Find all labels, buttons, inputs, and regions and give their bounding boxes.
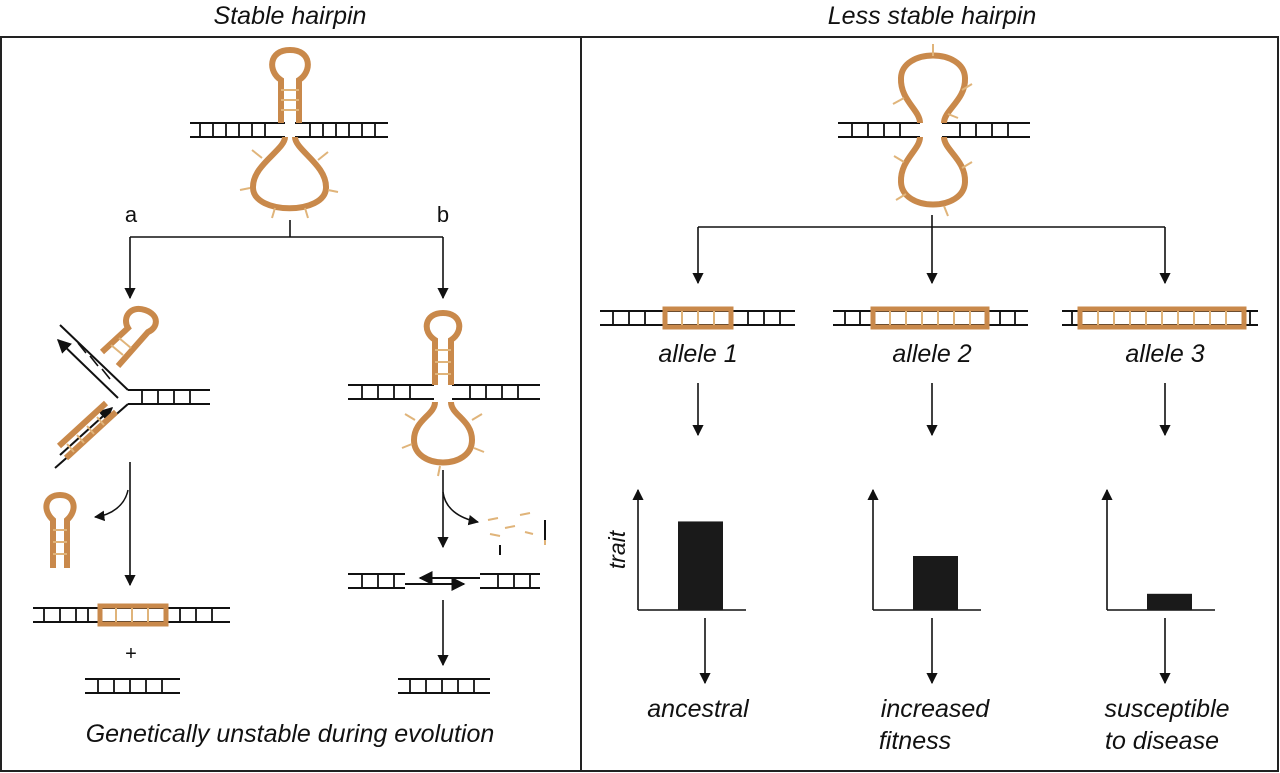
allele-2-duplex [833, 306, 1028, 330]
allele-connector [692, 215, 1171, 285]
allele-trait-arrows [692, 383, 1171, 437]
allele-3-duplex [1062, 306, 1258, 330]
trait-axis-label: trait [604, 529, 630, 569]
right-panel-title: Less stable hairpin [828, 2, 1036, 30]
outcome-1-line-1: ancestral [647, 695, 750, 723]
allele-2-label: allele 2 [892, 340, 971, 368]
branch-b-label: b [437, 202, 449, 227]
left-top-hairpin [190, 46, 388, 219]
small-duplex-a [85, 678, 180, 694]
product-duplex-a [33, 603, 230, 627]
outcome-2-line-2: fitness [879, 727, 951, 755]
branch-a-label: a [125, 202, 138, 227]
outcome-2-line-1: increased [881, 695, 990, 723]
left-footer: Genetically unstable during evolution [86, 720, 495, 748]
left-panel-frame [0, 36, 582, 772]
allele-3-label: allele 3 [1125, 340, 1204, 368]
trait-bar-3 [1147, 593, 1192, 610]
excision-arrow-a [93, 489, 129, 522]
left-panel-title: Stable hairpin [214, 2, 367, 30]
allele-1-duplex [600, 306, 795, 330]
plus-sign: + [125, 643, 137, 665]
replication-fork [54, 305, 210, 469]
right-top-hairpin [838, 44, 1030, 217]
outcome-3-line-1: susceptible [1104, 695, 1229, 723]
branch-b-hairpin [348, 309, 540, 477]
trait-bar-2 [913, 556, 958, 610]
outcome-3-line-2: to disease [1105, 727, 1219, 755]
left-branch-connector [124, 220, 449, 300]
degraded-fragments [487, 512, 546, 555]
outcome-arrows [699, 618, 1171, 685]
excision-arrow-b [442, 491, 480, 526]
trait-plots [632, 488, 1215, 611]
small-duplex-b [398, 678, 490, 694]
gap-repair-duplex [348, 571, 540, 591]
excised-hairpin [43, 491, 77, 568]
allele-1-label: allele 1 [658, 340, 737, 368]
trait-bar-1 [678, 521, 723, 610]
right-panel-frame [580, 36, 1279, 772]
